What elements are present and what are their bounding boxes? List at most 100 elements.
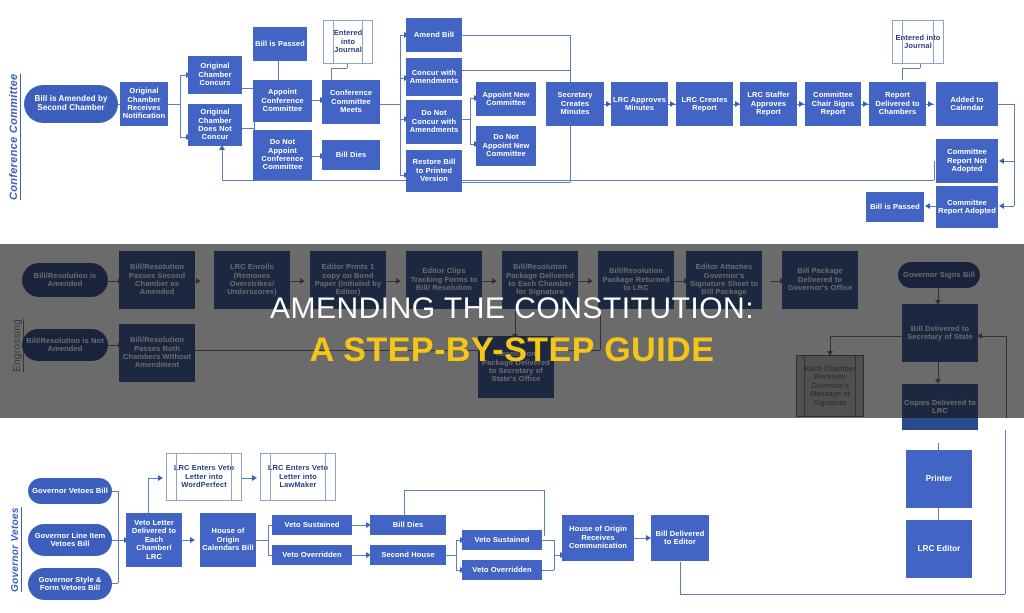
connector xyxy=(400,35,406,36)
node-lrc-enters-veto-letter-lawmaker[interactable]: LRC Enters Veto Letter into LawMaker xyxy=(260,453,336,501)
node-lrc-enters-veto-letter-wordperfect[interactable]: LRC Enters Veto Letter into WordPerfect xyxy=(166,453,242,501)
arrow-icon xyxy=(999,202,1004,209)
node-original-chamber-receives-notification[interactable]: Original Chamber Receives Notification xyxy=(120,82,168,126)
node-conference-committee-meets[interactable]: Conference Committee Meets xyxy=(322,80,380,124)
connector xyxy=(352,555,368,556)
node-veto-letter-delivered-each-chamber-lrc[interactable]: Veto Letter Delivered to Each Chamber/ L… xyxy=(126,513,182,567)
connector xyxy=(400,119,406,120)
node-bill-dies-conference[interactable]: Bill Dies xyxy=(322,140,380,170)
node-do-not-appoint-new-committee[interactable]: Do Not Appoint New Committee xyxy=(476,126,536,166)
node-bill-dies-veto[interactable]: Bill Dies xyxy=(370,515,446,535)
connector xyxy=(902,68,920,69)
connector xyxy=(998,104,1014,105)
connector xyxy=(222,150,223,180)
arrow-icon xyxy=(252,474,257,481)
node-lrc-creates-report[interactable]: LRC Creates Report xyxy=(676,82,733,126)
connector xyxy=(182,540,192,541)
node-veto-overridden-2[interactable]: Veto Overridden xyxy=(462,560,542,580)
connector xyxy=(470,98,476,99)
connector xyxy=(278,60,279,88)
node-veto-overridden-1[interactable]: Veto Overridden xyxy=(272,545,352,565)
connector xyxy=(331,68,332,88)
arrow-icon xyxy=(999,157,1004,164)
node-bill-amended-second-chamber[interactable]: Bill is Amended by Second Chamber xyxy=(24,85,118,123)
node-bill-is-passed-top[interactable]: Bill is Passed xyxy=(253,27,307,61)
connector xyxy=(254,100,255,156)
node-appoint-conference-committee[interactable]: Appoint Conference Committee xyxy=(253,80,312,122)
connector xyxy=(462,35,570,36)
connector xyxy=(570,126,571,182)
arrow-icon xyxy=(799,100,804,107)
connector xyxy=(112,583,118,584)
connector xyxy=(470,98,471,144)
node-original-chamber-does-not-concur[interactable]: Original Chamber Does Not Concur xyxy=(188,104,242,146)
connector xyxy=(680,594,1005,595)
node-appoint-new-committee[interactable]: Appoint New Committee xyxy=(476,82,536,116)
node-original-chamber-concurs[interactable]: Original Chamber Concurs xyxy=(188,56,242,94)
connector xyxy=(148,478,149,520)
connector xyxy=(268,555,274,556)
connector xyxy=(542,540,554,541)
node-lrc-approves-minutes[interactable]: LRC Approves Minutes xyxy=(611,82,668,126)
node-house-of-origin-calendars-bill[interactable]: House of Origin Calendars Bill xyxy=(200,513,256,567)
node-governor-line-item-vetoes-bill[interactable]: Governor Line Item Vetoes Bill xyxy=(28,524,112,556)
connector xyxy=(112,540,118,541)
node-amend-bill[interactable]: Amend Bill xyxy=(406,18,462,52)
node-second-house[interactable]: Second House xyxy=(370,545,446,565)
connector xyxy=(352,525,368,526)
connector xyxy=(404,490,544,491)
arrow-icon xyxy=(925,202,930,209)
arrow-icon xyxy=(646,534,651,541)
connector xyxy=(1005,430,1006,594)
node-do-not-appoint-conference-committee[interactable]: Do Not Appoint Conference Committee xyxy=(253,130,312,180)
connector xyxy=(347,62,348,68)
arrow-icon xyxy=(606,100,611,107)
connector xyxy=(570,35,571,91)
connector xyxy=(462,70,570,71)
connector xyxy=(934,161,935,180)
node-printer[interactable]: Printer xyxy=(906,450,972,508)
band-label-governor-vetoes: Governor Vetoes xyxy=(10,507,21,592)
connector xyxy=(920,62,921,68)
connector xyxy=(168,104,180,105)
node-entered-into-journal-right[interactable]: Entered into Journal xyxy=(892,20,944,64)
node-governor-style-form-vetoes-bill[interactable]: Governor Style & Form Vetoes Bill xyxy=(28,568,112,600)
arrow-icon xyxy=(670,100,675,107)
connector xyxy=(312,156,322,157)
node-bill-is-passed-bottom[interactable]: Bill is Passed xyxy=(866,192,924,222)
node-concur-with-amendments[interactable]: Concur with Amendments xyxy=(406,58,462,96)
connector xyxy=(680,562,681,594)
node-governor-vetoes-bill[interactable]: Governor Vetoes Bill xyxy=(28,478,112,504)
node-restore-bill-to-printed-version[interactable]: Restore Bill to Printed Version xyxy=(406,150,462,192)
connector xyxy=(112,491,118,492)
node-lrc-editor[interactable]: LRC Editor xyxy=(906,520,972,578)
band-label-conference-committee: Conference Committee xyxy=(8,73,20,200)
node-report-delivered-to-chambers[interactable]: Report Delivered to Chambers xyxy=(869,82,926,126)
node-added-to-calendar[interactable]: Added to Calendar xyxy=(936,82,998,126)
node-veto-sustained-1[interactable]: Veto Sustained xyxy=(272,515,352,535)
arrow-icon xyxy=(735,100,740,107)
node-veto-sustained-2[interactable]: Veto Sustained xyxy=(462,530,542,550)
node-secretary-creates-minutes[interactable]: Secretary Creates Minutes xyxy=(546,82,604,126)
node-committee-report-not-adopted[interactable]: Committee Report Not Adopted xyxy=(936,139,998,183)
node-lrc-staffer-approves-report[interactable]: LRC Staffer Approves Report xyxy=(740,82,797,126)
connector xyxy=(938,505,939,523)
connector xyxy=(542,570,554,571)
node-do-not-concur-with-amendments[interactable]: Do Not Concur with Amendments xyxy=(406,100,462,144)
connector xyxy=(446,555,456,556)
node-house-of-origin-receives-communication[interactable]: House of Origin Receives Communication xyxy=(562,515,634,561)
node-bill-delivered-to-editor[interactable]: Bill Delivered to Editor xyxy=(651,515,709,561)
connector xyxy=(470,144,476,145)
node-entered-into-journal-left[interactable]: Entered into Journal xyxy=(323,20,373,64)
connector xyxy=(928,206,936,207)
connector xyxy=(902,68,903,80)
connector xyxy=(268,525,274,526)
connector xyxy=(1004,161,1014,162)
connector xyxy=(242,478,254,479)
node-committee-chair-signs-report[interactable]: Committee Chair Signs Report xyxy=(805,82,861,126)
connector xyxy=(462,119,470,120)
node-committee-report-adopted[interactable]: Committee Report Adopted xyxy=(936,186,998,228)
connector xyxy=(242,128,254,129)
connector xyxy=(118,491,119,541)
